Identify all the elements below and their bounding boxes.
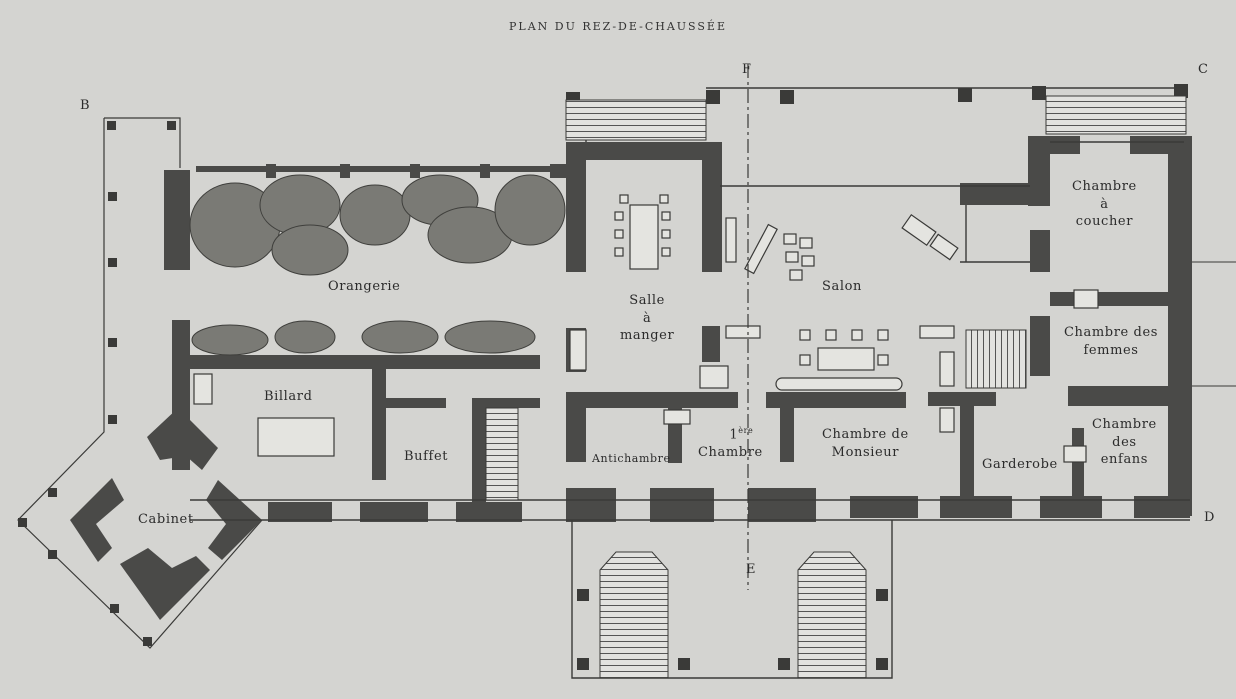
room-chambre-des-femmes: Chambre des femmes	[1064, 325, 1159, 358]
room-salle-a-manger: Salle à manger	[620, 293, 675, 344]
corner-c-label: C	[1198, 62, 1208, 77]
room-orangerie: Orangerie	[328, 279, 401, 294]
room-premiere-chambre: 1ère Chambre	[698, 426, 763, 460]
room-buffet: Buffet	[404, 449, 449, 464]
room-chambre-de-monsieur: Chambre de Monsieur	[822, 427, 909, 460]
room-salon: Salon	[822, 279, 863, 294]
furniture	[193, 194, 1099, 463]
corner-d-label: D	[1204, 510, 1215, 525]
room-chambre-a-coucher: Chambre à coucher	[1072, 179, 1137, 230]
room-cabinet: Cabinet	[138, 512, 194, 527]
corner-f-label: F	[742, 62, 752, 77]
main-walls	[268, 136, 1192, 522]
porch	[566, 84, 1188, 670]
stairs	[485, 95, 1187, 679]
gallery-piers	[18, 121, 176, 646]
corner-e-label: E	[746, 562, 756, 577]
outline-lines	[190, 87, 1190, 679]
room-antichambre: Antichambre	[592, 452, 671, 465]
orangerie-foliage	[189, 174, 566, 356]
corner-b-label: B	[80, 98, 90, 113]
plan-title: PLAN DU REZ-DE-CHAUSSÉE	[509, 20, 727, 33]
room-garderobe: Garderobe	[982, 457, 1058, 472]
room-chambre-des-enfans: Chambre des enfans	[1092, 417, 1157, 468]
room-billard: Billard	[264, 389, 313, 404]
